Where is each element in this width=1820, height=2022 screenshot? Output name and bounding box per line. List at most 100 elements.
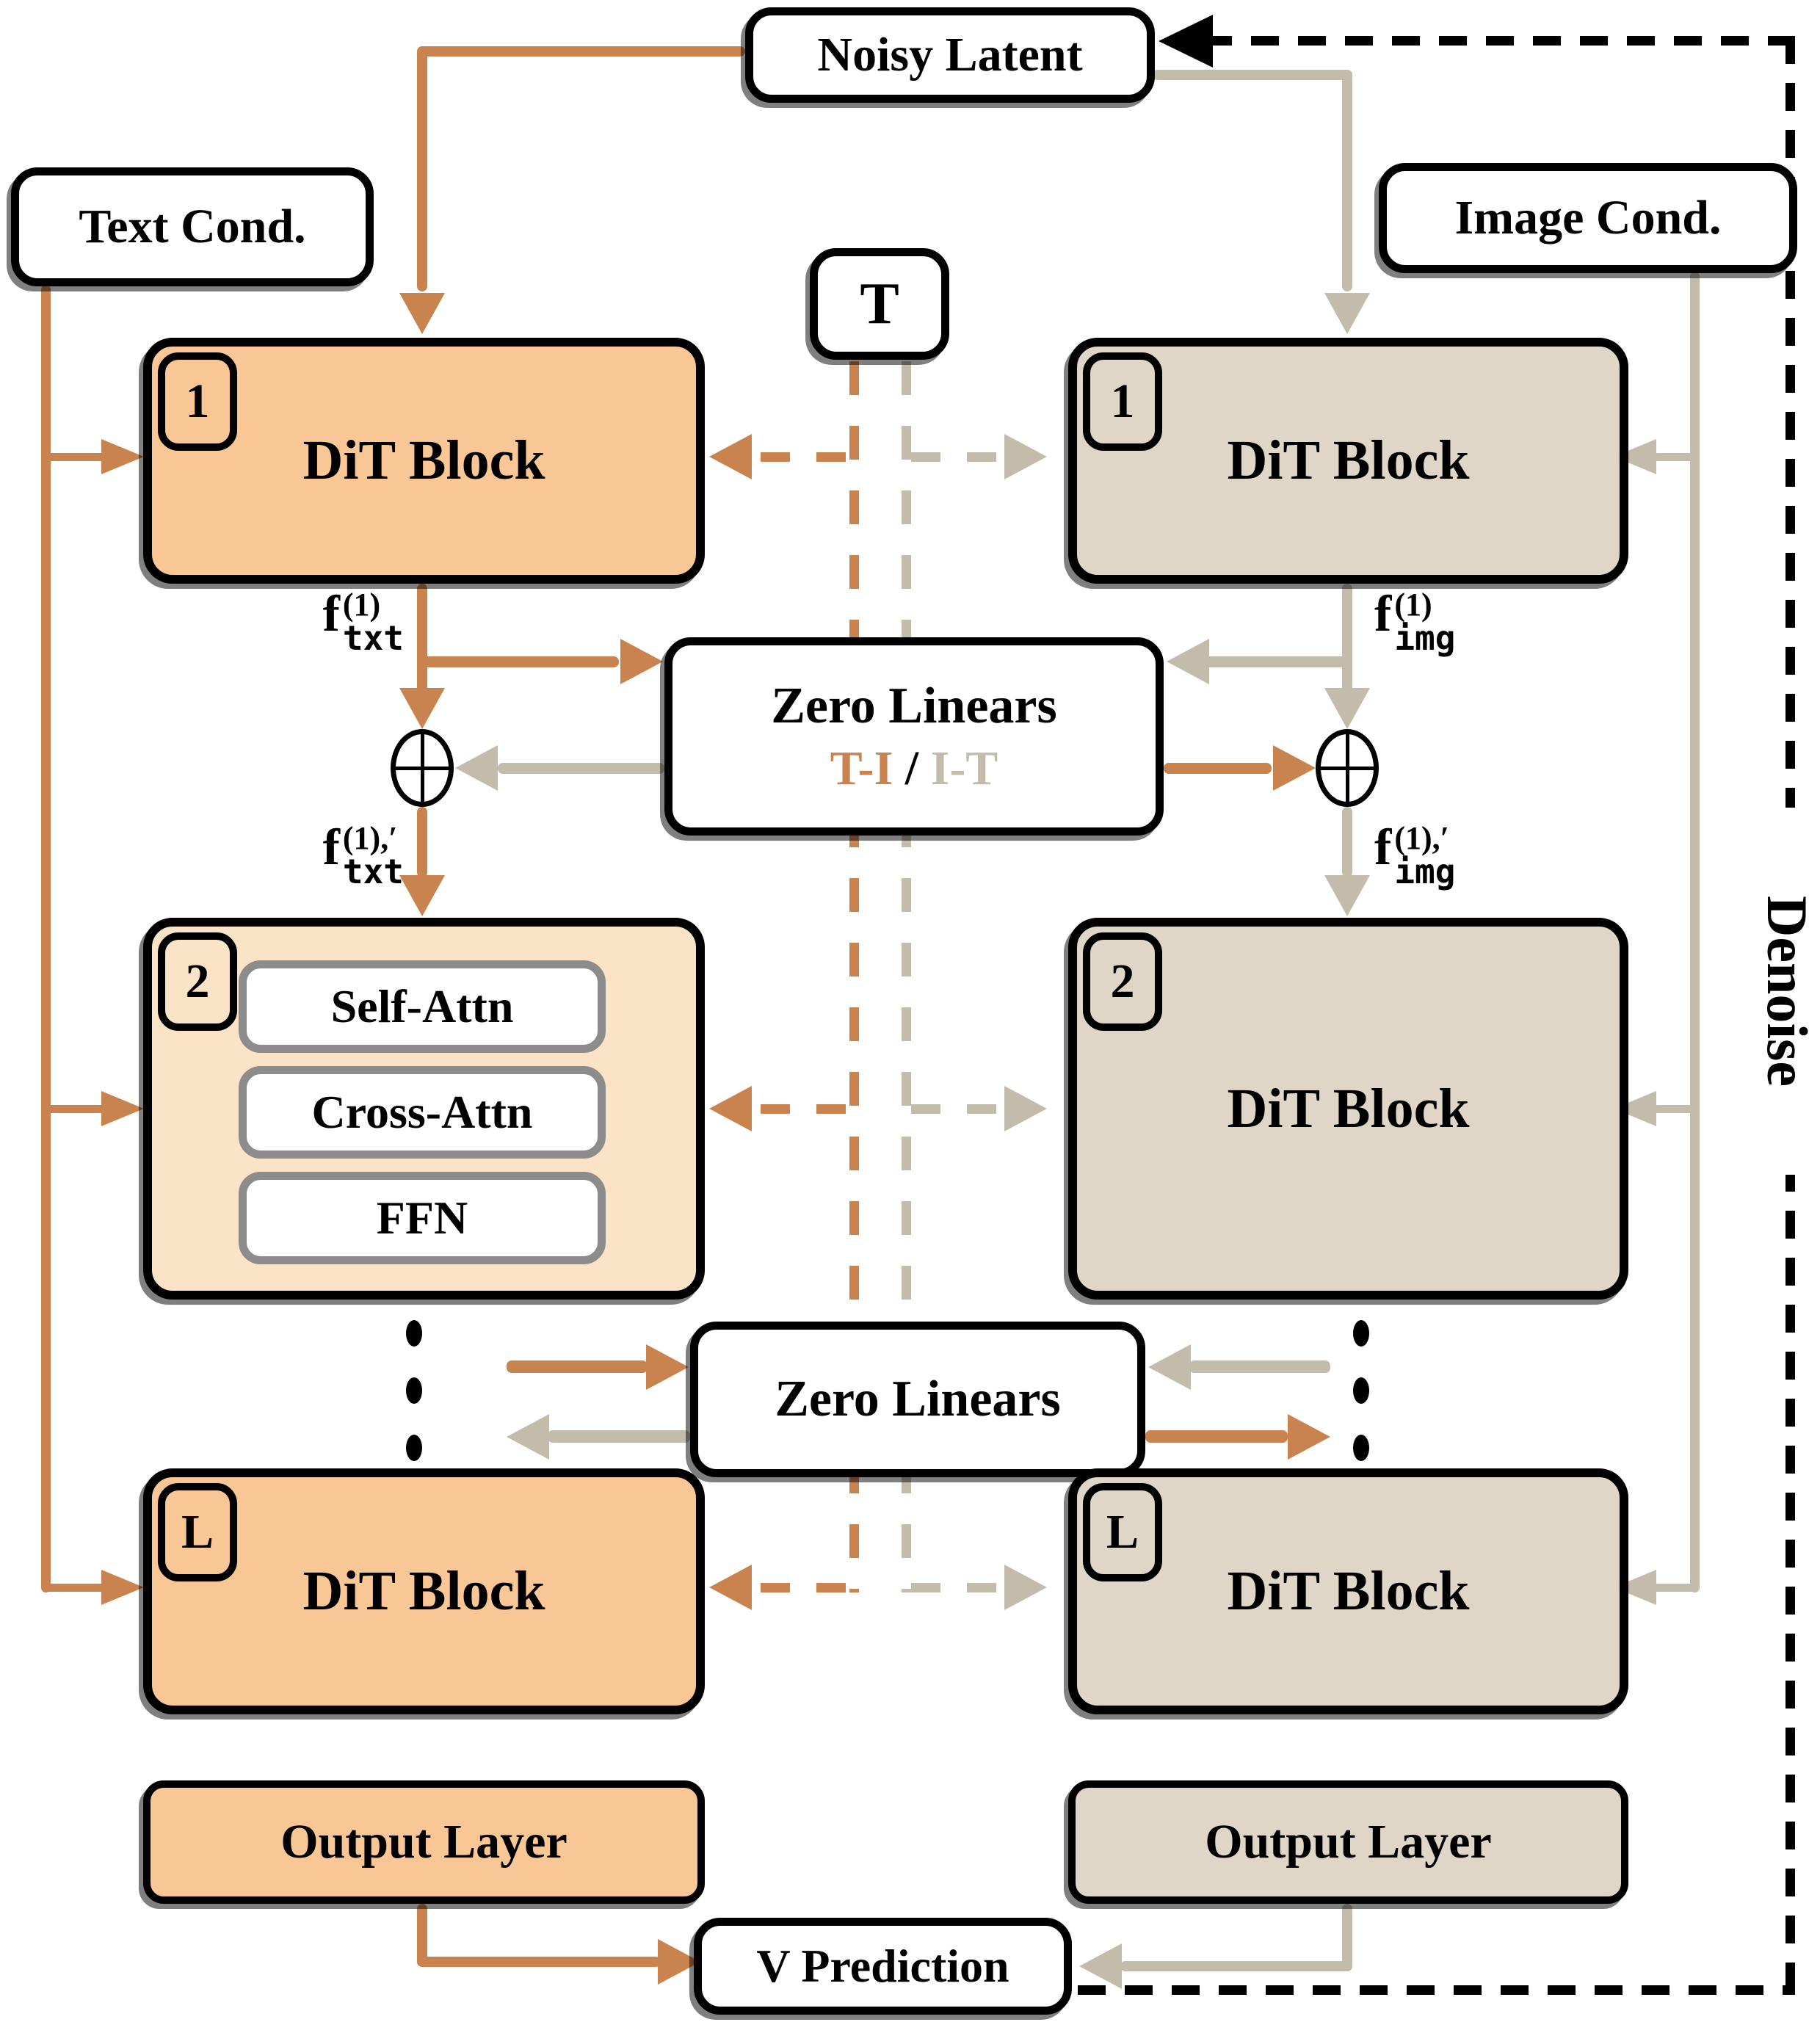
cross-attn-node: Cross-Attn	[239, 1066, 606, 1159]
dit-block-text-1-badge: 1	[158, 352, 237, 451]
zero-linears-1-modes: T-I / I-T	[830, 739, 998, 800]
text-cond-branch-L	[46, 1584, 104, 1592]
timestep-arrow-text-2	[761, 1104, 849, 1114]
timestep-arrow-image-1-arrowhead-icon	[1004, 434, 1047, 479]
dit-block-image-1-label: DiT Block	[1227, 430, 1470, 491]
zero-linears-1-node: Zero Linears T-I / I-T	[664, 637, 1164, 836]
f-img-1-prime-sub: img	[1394, 852, 1456, 891]
cross-attn-label: Cross-Attn	[311, 1086, 533, 1138]
f-txt-1-base: f	[322, 586, 340, 642]
text-cond-label: Text Cond.	[79, 200, 306, 253]
zl2-out-left-line	[548, 1430, 690, 1443]
vertical-ellipsis-right-icon	[1353, 1320, 1369, 1461]
timestep-arrow-image-2	[911, 1104, 1003, 1114]
self-attn-node: Self-Attn	[239, 960, 606, 1053]
dit-block-image-2: 2 DiT Block	[1068, 918, 1628, 1300]
dit-block-image-1: 1 DiT Block	[1068, 338, 1628, 584]
mode-separator: /	[893, 741, 931, 795]
zero-linears-2-node: Zero Linears	[690, 1322, 1145, 1477]
f-img-1-sup: (1)	[1394, 587, 1432, 623]
f-txt-xor-arrowhead-icon	[399, 688, 445, 729]
f-txt-to-zero-linears-line	[422, 656, 619, 667]
f-img-xor-arrowhead-icon	[1324, 688, 1370, 729]
f-img-prime-line-v	[1342, 807, 1352, 877]
self-attn-label: Self-Attn	[330, 980, 514, 1032]
f-txt-1-prime-base: f	[322, 819, 340, 876]
f-txt-prime-line-v	[417, 807, 427, 877]
f-img-to-zero-linears-arrowhead-icon	[1167, 639, 1209, 684]
zero-linears-to-xor-left-line	[498, 763, 664, 774]
dit-block-image-2-badge: 2	[1083, 932, 1162, 1031]
text-cond-rail	[41, 285, 51, 1592]
output-right-line-h	[1120, 1961, 1352, 1971]
zl2-in-left-arrowhead-icon	[646, 1344, 689, 1390]
mode-it-label: I-T	[930, 741, 998, 795]
noisy-latent-to-text-branch-h	[418, 46, 745, 57]
dit-block-image-1-badge: 1	[1083, 352, 1162, 451]
f-txt-1-sup: (1)	[342, 587, 381, 623]
denoise-loop-top-line	[1204, 36, 1795, 46]
timestep-node: T	[810, 248, 949, 360]
f-img-line-v	[1342, 584, 1352, 692]
output-right-arrowhead-icon	[1079, 1943, 1122, 1989]
dit-block-image-2-label: DiT Block	[1227, 1077, 1470, 1139]
zero-linears-to-xor-right-arrowhead-icon	[1273, 745, 1316, 791]
f-txt-to-zero-linears-arrowhead-icon	[620, 639, 663, 684]
denoise-loop-arrowhead-icon	[1159, 15, 1213, 68]
dit-block-text-2: 2 Self-Attn Cross-Attn FFN	[143, 918, 705, 1300]
noisy-latent-to-image-branch-v	[1342, 70, 1352, 291]
zero-linears-to-xor-left-arrowhead-icon	[455, 745, 498, 791]
ffn-label: FFN	[376, 1192, 468, 1244]
image-cond-rail	[1690, 272, 1700, 1592]
f-txt-1-prime-sup: (1),′	[342, 820, 398, 856]
zero-linears-2-label: Zero Linears	[775, 1371, 1061, 1428]
output-layer-image-node: Output Layer	[1068, 1780, 1628, 1904]
output-layer-image-label: Output Layer	[1205, 1815, 1492, 1869]
f-txt-1-prime-label: f(1),′txt	[220, 819, 404, 889]
v-prediction-label: V Prediction	[756, 1940, 1009, 1992]
f-img-1-sub: img	[1394, 618, 1456, 658]
f-txt-1-sub: txt	[342, 618, 404, 658]
noisy-latent-to-image-branch-h	[1153, 70, 1352, 80]
denoise-loop-bottom-line	[1078, 1985, 1795, 1995]
zero-linears-1-label: Zero Linears	[771, 678, 1057, 734]
zero-linears-to-xor-right-line	[1164, 763, 1272, 774]
zl2-in-right-line	[1189, 1360, 1330, 1373]
image-cond-node: Image Cond.	[1379, 163, 1797, 273]
timestep-arrow-text-1-arrowhead-icon	[709, 434, 752, 479]
noisy-latent-to-text-branch-v	[417, 46, 427, 291]
timestep-arrow-text-2-arrowhead-icon	[709, 1086, 752, 1131]
timestep-arrow-image-2-arrowhead-icon	[1004, 1086, 1047, 1131]
f-txt-1-label: f(1)txt	[220, 586, 404, 658]
timestep-arrow-text-L-arrowhead-icon	[709, 1565, 752, 1610]
text-cond-branch-1-arrowhead-icon	[101, 439, 144, 474]
f-txt-line-v	[417, 584, 427, 692]
f-img-1-label: f(1)img	[1374, 587, 1565, 658]
xor-right-icon	[1316, 729, 1379, 807]
timestep-arrow-text-L	[761, 1583, 849, 1592]
text-cond-node: Text Cond.	[11, 167, 374, 286]
dit-block-image-L-badge: L	[1083, 1483, 1162, 1581]
image-cond-branch-2	[1653, 1105, 1696, 1113]
f-img-to-zero-linears-line	[1198, 656, 1349, 667]
noisy-latent-label: Noisy Latent	[817, 28, 1083, 81]
timestep-arrow-text-1	[761, 452, 849, 462]
text-cond-branch-2	[46, 1105, 104, 1113]
dit-block-text-1-label: DiT Block	[302, 430, 545, 491]
image-cond-label: Image Cond.	[1454, 191, 1722, 244]
text-cond-branch-L-arrowhead-icon	[101, 1570, 144, 1605]
f-img-1-prime-sup: (1),′	[1394, 820, 1449, 856]
noisy-latent-node: Noisy Latent	[745, 7, 1155, 103]
dit-block-text-L-label: DiT Block	[302, 1560, 545, 1622]
denoise-label: Denoise	[1736, 808, 1820, 1175]
f-img-prime-arrowhead-icon	[1324, 875, 1370, 916]
f-img-1-prime-base: f	[1374, 819, 1392, 876]
image-cond-branch-L	[1653, 1584, 1696, 1592]
image-cond-branch-1	[1653, 453, 1696, 461]
zl2-out-right-arrowhead-icon	[1288, 1414, 1330, 1460]
dit-block-text-1: 1 DiT Block	[143, 338, 705, 584]
text-cond-branch-2-arrowhead-icon	[101, 1091, 144, 1126]
f-txt-prime-arrowhead-icon	[399, 875, 445, 916]
v-prediction-node: V Prediction	[694, 1918, 1072, 2015]
